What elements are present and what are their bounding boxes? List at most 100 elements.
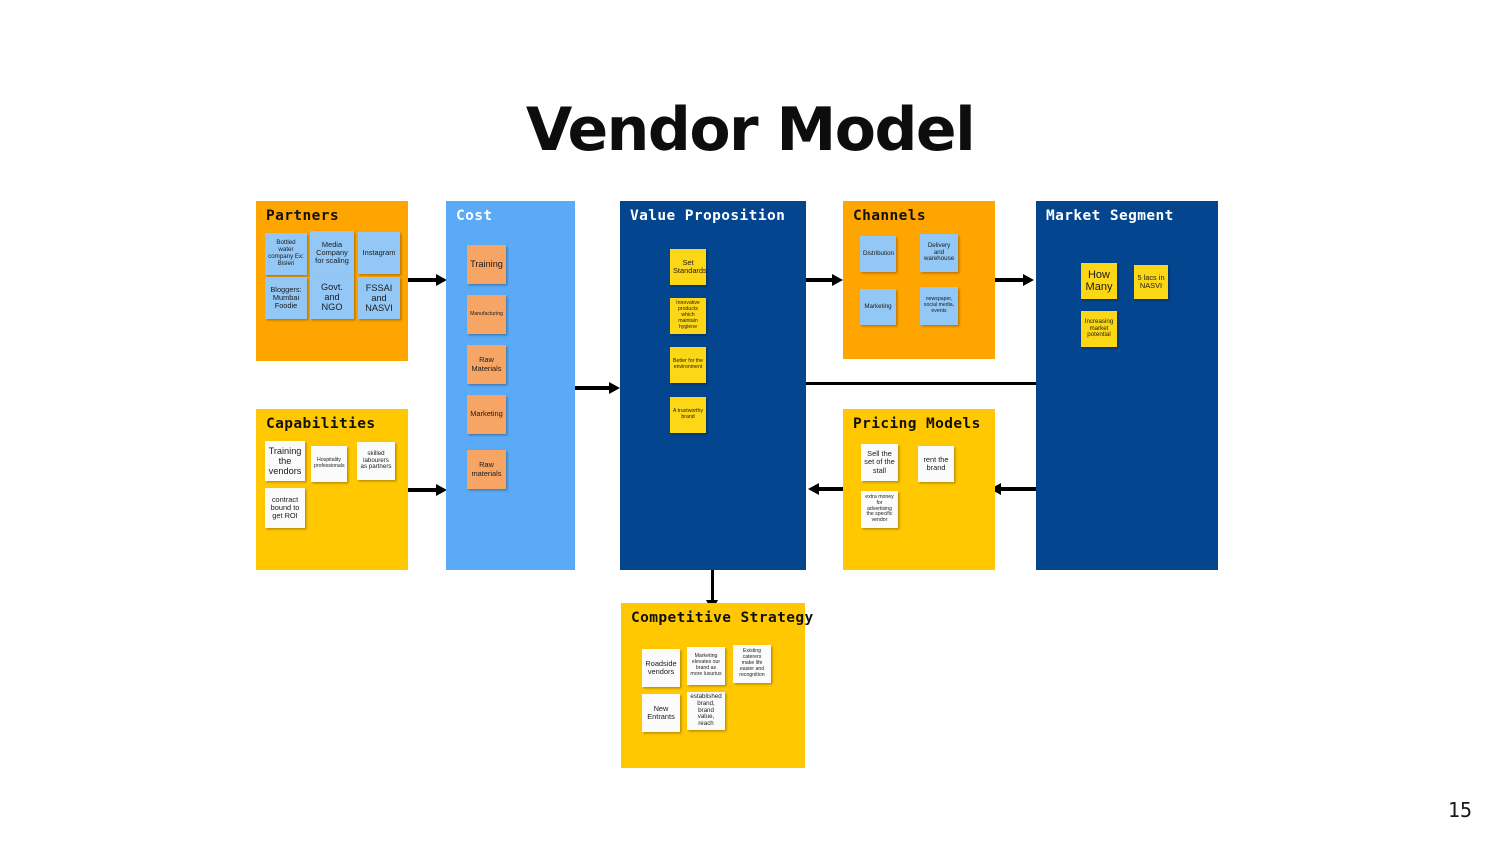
note-cost-1[interactable]: Training — [467, 245, 506, 284]
note-channels-3-text: Marketing — [864, 302, 892, 310]
panel-pricing-models: Pricing Models Sell the set of the stall… — [843, 409, 995, 570]
note-market-segment-3-text: Increasing market potential — [1084, 317, 1114, 339]
panel-capabilities-title: Capabilities — [266, 416, 376, 432]
arrowhead-market-segment-to-pricing-models — [990, 482, 1001, 495]
page-number: 15 — [1447, 798, 1472, 822]
note-partners-3[interactable]: Instagram — [358, 232, 400, 274]
note-channels-2[interactable]: Delivery and warehouse — [920, 234, 958, 272]
note-market-segment-1[interactable]: How Many — [1081, 263, 1117, 299]
note-capabilities-1[interactable]: Training the vendors — [265, 441, 305, 481]
note-market-segment-3[interactable]: Increasing market potential — [1081, 311, 1117, 347]
note-cost-1-text: Training — [470, 259, 503, 270]
note-capabilities-3[interactable]: skilled labourers as partners — [357, 442, 395, 480]
note-cost-3[interactable]: Raw Materials — [467, 345, 506, 384]
arrowhead-capabilities-to-cost — [436, 483, 447, 496]
note-pricing-models-3[interactable]: extra money for advertising the specific… — [861, 491, 898, 528]
panel-channels-title: Channels — [853, 208, 927, 224]
note-value-proposition-2-text: Innovative products which maintain hygie… — [676, 300, 700, 330]
note-pricing-models-1[interactable]: Sell the set of the stall — [861, 444, 898, 481]
note-competitive-strategy-4-text: New Entrants — [647, 703, 675, 721]
note-cost-4-text: Marketing — [470, 409, 503, 419]
panel-capabilities: Capabilities Training the vendors Hospit… — [256, 409, 408, 570]
note-capabilities-3-text: skilled labourers as partners — [360, 449, 392, 471]
note-value-proposition-3[interactable]: Better for the environment — [670, 347, 706, 383]
panel-market-segment-title: Market Segment — [1046, 208, 1174, 224]
note-competitive-strategy-5[interactable]: established brand, brand value, reach — [687, 692, 725, 730]
note-value-proposition-4[interactable]: A trustworthy brand — [670, 397, 706, 433]
note-cost-5-text: Raw materials — [471, 460, 502, 478]
note-partners-4-text: Bloggers: Mumbai Foodie — [270, 284, 302, 311]
note-cost-5[interactable]: Raw materials — [467, 450, 506, 489]
arrowhead-cost-to-value-proposition — [609, 381, 620, 394]
note-partners-1[interactable]: Bottled water company Ex: Bisleri — [265, 233, 307, 275]
panel-competitive-strategy: Competitive Strategy Roadside vendors Ma… — [621, 603, 813, 768]
note-partners-5-text: Govt. and NGO — [321, 281, 343, 313]
arrowhead-value-proposition-to-channels — [832, 273, 843, 286]
connector-value-proposition-to-channels — [806, 278, 834, 282]
connector-channels-to-market-segment — [995, 278, 1025, 282]
note-value-proposition-2[interactable]: Innovative products which maintain hygie… — [670, 298, 706, 334]
connector-value-proposition-market-segment-line — [806, 382, 1036, 385]
note-competitive-strategy-3-text: Existing caterers make life easier and r… — [739, 648, 765, 678]
note-channels-2-text: Delivery and warehouse — [923, 241, 955, 263]
note-capabilities-4-text: contract bound to get ROI — [270, 494, 300, 521]
note-competitive-strategy-2-text: Marketing elevates our brand as more lux… — [690, 653, 722, 677]
note-pricing-models-2[interactable]: rent the brand — [918, 446, 954, 482]
note-channels-1[interactable]: Distribution — [860, 236, 896, 272]
arrowhead-partners-to-cost — [436, 273, 447, 286]
note-value-proposition-1-text: Set Standards — [673, 257, 706, 275]
note-capabilities-2[interactable]: Hospitality professionals — [311, 446, 347, 482]
note-capabilities-4[interactable]: contract bound to get ROI — [265, 488, 305, 528]
note-competitive-strategy-1[interactable]: Roadside vendors — [642, 649, 680, 687]
panel-cost: Cost Training Manufacturing Raw Material… — [446, 201, 575, 570]
note-partners-3-text: Instagram — [362, 247, 396, 257]
connector-market-segment-to-pricing-models — [1000, 487, 1036, 491]
panel-partners: Partners Bottled water company Ex: Bisle… — [256, 201, 408, 361]
panel-market-segment: Market Segment How Many 5 lacs in NASVI … — [1036, 201, 1218, 570]
note-partners-2[interactable]: Media Company for scaling — [310, 231, 354, 275]
connector-value-proposition-to-competitive-strategy — [711, 570, 714, 603]
note-cost-2[interactable]: Manufacturing — [467, 295, 506, 334]
note-partners-4[interactable]: Bloggers: Mumbai Foodie — [265, 277, 307, 319]
note-capabilities-1-text: Training the vendors — [268, 445, 302, 477]
panel-pricing-models-title: Pricing Models — [853, 416, 981, 432]
note-partners-6-text: FSSAI and NASVI — [365, 282, 393, 314]
note-partners-1-text: Bottled water company Ex: Bisleri — [268, 239, 304, 267]
panel-channels: Channels Distribution Delivery and wareh… — [843, 201, 995, 359]
note-capabilities-2-text: Hospitality professionals — [314, 457, 345, 469]
arrowhead-channels-to-market-segment — [1023, 273, 1034, 286]
note-pricing-models-3-text: extra money for advertising the specific… — [865, 493, 894, 524]
connector-cost-to-value-proposition — [575, 386, 611, 390]
note-competitive-strategy-4[interactable]: New Entrants — [642, 694, 680, 732]
note-competitive-strategy-3[interactable]: Existing caterers make life easier and r… — [733, 645, 771, 683]
note-market-segment-1-text: How Many — [1085, 268, 1113, 293]
note-cost-4[interactable]: Marketing — [467, 395, 506, 434]
panel-value-proposition: Value Proposition Set Standards Innovati… — [620, 201, 806, 570]
note-competitive-strategy-5-text: established brand, brand value, reach — [690, 692, 722, 728]
note-value-proposition-4-text: A trustworthy brand — [673, 408, 703, 420]
panel-value-proposition-title: Value Proposition — [630, 208, 786, 224]
connector-capabilities-to-cost — [408, 488, 438, 492]
note-pricing-models-2-text: rent the brand — [923, 454, 949, 472]
panel-cost-title: Cost — [456, 208, 493, 224]
note-cost-2-text: Manufacturing — [470, 310, 503, 317]
note-partners-5[interactable]: Govt. and NGO — [310, 275, 354, 319]
note-channels-4-text: newspaper, social media, events — [923, 296, 955, 314]
note-partners-2-text: Media Company for scaling — [315, 239, 349, 266]
note-channels-4[interactable]: newspaper, social media, events — [920, 287, 958, 325]
note-value-proposition-1[interactable]: Set Standards — [670, 249, 706, 285]
connector-partners-to-cost — [408, 278, 438, 282]
page-title: Vendor Model — [525, 95, 976, 165]
panel-competitive-strategy-title: Competitive Strategy — [631, 610, 814, 626]
note-channels-1-text: Distribution — [863, 249, 894, 257]
connector-pricing-models-to-value-proposition — [818, 487, 844, 491]
note-channels-3[interactable]: Marketing — [860, 289, 896, 325]
note-competitive-strategy-1-text: Roadside vendors — [645, 658, 677, 676]
note-partners-6[interactable]: FSSAI and NASVI — [358, 277, 400, 319]
arrowhead-pricing-models-to-value-proposition — [808, 482, 819, 495]
note-competitive-strategy-2[interactable]: Marketing elevates our brand as more lux… — [687, 647, 725, 685]
note-value-proposition-3-text: Better for the environment — [673, 358, 703, 370]
note-cost-3-text: Raw Materials — [471, 355, 502, 373]
note-market-segment-2[interactable]: 5 lacs in NASVI — [1134, 265, 1168, 299]
